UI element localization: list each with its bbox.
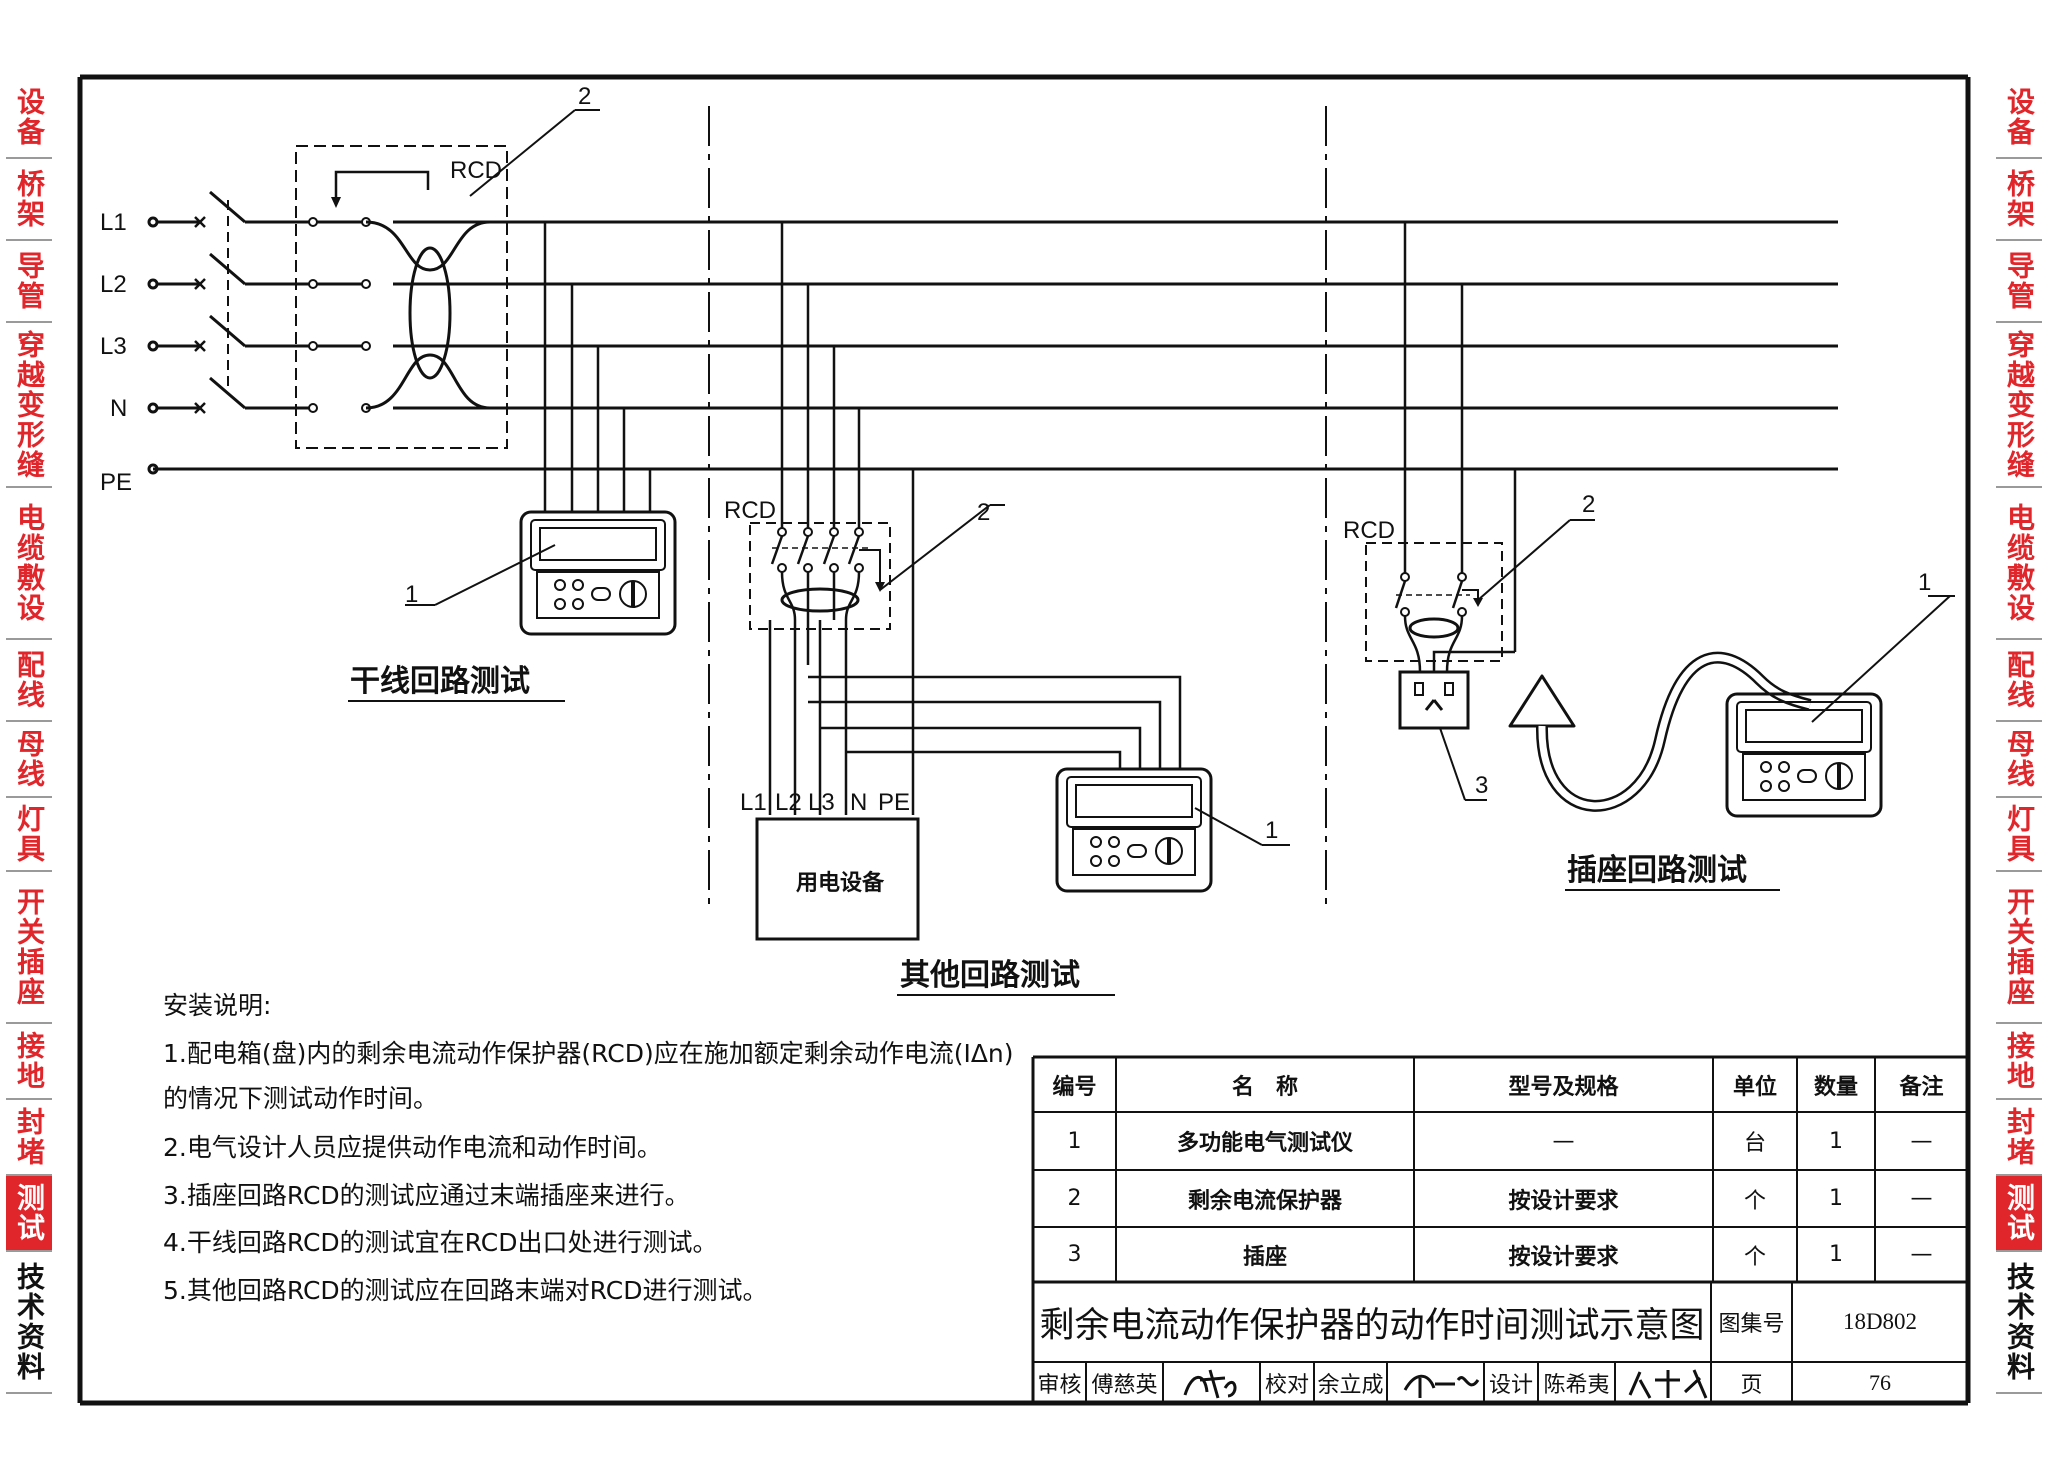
row3-name: 插座 — [1242, 1244, 1287, 1270]
review-name: 傅慈英 — [1091, 1372, 1158, 1398]
row3-no: 3 — [1067, 1242, 1082, 1267]
tester-other — [1055, 767, 1213, 893]
table-header-unit: 单位 — [1732, 1074, 1777, 1100]
right-tab-0[interactable]: 设备 — [1996, 77, 2042, 159]
left-tab-12[interactable]: 技术资料 — [6, 1252, 52, 1394]
note-line-1b: 的情况下测试动作时间。 — [163, 1084, 439, 1113]
table-header-qty: 数量 — [1813, 1074, 1858, 1100]
line-label-l2: L2 — [100, 271, 127, 298]
callout-1-trunk: 1 — [405, 581, 418, 608]
note-line-1: 1.配电箱(盘)内的剩余电流动作保护器(RCD)应在施加额定剩余动作电流(IΔn… — [163, 1039, 1014, 1068]
row3-unit: 个 — [1743, 1244, 1766, 1270]
note-line-4: 4.干线回路RCD的测试宜在RCD出口处进行测试。 — [163, 1228, 718, 1257]
row2-qty: 1 — [1829, 1186, 1843, 1211]
device-terminal-l3: L3 — [808, 789, 835, 816]
row2-unit: 个 — [1743, 1188, 1766, 1214]
check-label: 校对 — [1264, 1372, 1309, 1398]
right-tab-9[interactable]: 接地 — [1996, 1024, 2042, 1100]
notes-heading: 安装说明: — [163, 991, 272, 1020]
caption-other-test: 其他回路测试 — [900, 958, 1080, 993]
callout-3-socket: 3 — [1475, 772, 1488, 799]
device-terminal-n: N — [850, 789, 867, 816]
atlas-label: 图集号 — [1718, 1312, 1785, 1337]
row1-no: 1 — [1067, 1128, 1082, 1154]
tester-socket — [1725, 692, 1883, 818]
left-tab-11[interactable]: 测试 — [6, 1176, 52, 1252]
row3-qty: 1 — [1829, 1242, 1843, 1267]
rcd-label-socket: RCD — [1343, 517, 1395, 544]
callout-2-trunk: 2 — [578, 83, 591, 110]
line-label-n: N — [110, 395, 127, 422]
note-line-2: 2.电气设计人员应提供动作电流和动作时间。 — [163, 1133, 662, 1162]
right-tab-11[interactable]: 测试 — [1996, 1176, 2042, 1252]
line-label-l1: L1 — [100, 209, 127, 236]
line-label-l3: L3 — [100, 333, 127, 360]
callout-2-other: 2 — [977, 499, 990, 526]
device-label: 用电设备 — [796, 870, 885, 895]
right-tab-1[interactable]: 桥架 — [1996, 159, 2042, 241]
callout-2-socket: 2 — [1582, 491, 1595, 518]
left-tab-2[interactable]: 导管 — [6, 241, 52, 323]
review-label: 审核 — [1037, 1372, 1082, 1398]
left-tab-3[interactable]: 穿越变形缝 — [6, 323, 52, 488]
callout-1-other: 1 — [1265, 817, 1278, 844]
atlas-number: 18D802 — [1842, 1309, 1918, 1334]
right-tab-10[interactable]: 封堵 — [1996, 1100, 2042, 1176]
row3-spec: 按设计要求 — [1508, 1244, 1619, 1270]
right-tab-5[interactable]: 配线 — [1996, 640, 2042, 722]
row1-remark: — — [1910, 1128, 1933, 1154]
device-terminal-l2: L2 — [775, 789, 802, 816]
note-line-3: 3.插座回路RCD的测试应通过末端插座来进行。 — [163, 1181, 690, 1210]
right-tab-4[interactable]: 电缆敷设 — [1996, 488, 2042, 640]
design-label: 设计 — [1488, 1372, 1533, 1398]
right-tab-8[interactable]: 开关插座 — [1996, 872, 2042, 1024]
tester-trunk — [519, 510, 677, 636]
drawing-title: 剩余电流动作保护器的动作时间测试示意图 — [1039, 1305, 1705, 1346]
row1-spec: — — [1552, 1128, 1575, 1154]
left-tab-1[interactable]: 桥架 — [6, 159, 52, 241]
right-tab-6[interactable]: 母线 — [1996, 722, 2042, 798]
row1-unit: 台 — [1743, 1131, 1766, 1156]
table-header-spec: 型号及规格 — [1508, 1074, 1619, 1100]
left-tab-0[interactable]: 设备 — [6, 77, 52, 159]
left-tab-8[interactable]: 开关插座 — [6, 872, 52, 1024]
row2-name: 剩余电流保护器 — [1187, 1188, 1342, 1214]
left-tab-4[interactable]: 电缆敷设 — [6, 488, 52, 640]
row2-spec: 按设计要求 — [1508, 1188, 1619, 1214]
row1-name: 多功能电气测试仪 — [1176, 1131, 1353, 1156]
row2-remark: — — [1910, 1186, 1933, 1211]
note-line-5: 5.其他回路RCD的测试应在回路末端对RCD进行测试。 — [163, 1276, 768, 1305]
right-tab-12[interactable]: 技术资料 — [1996, 1252, 2042, 1394]
table-header-remark: 备注 — [1899, 1074, 1944, 1100]
callout-1-socket: 1 — [1918, 569, 1931, 596]
table-header-no: 编号 — [1052, 1074, 1097, 1100]
row2-no: 2 — [1067, 1186, 1082, 1211]
device-terminal-pe: PE — [878, 789, 910, 816]
rcd-label-trunk: RCD — [450, 157, 502, 184]
page-label: 页 — [1740, 1372, 1763, 1398]
right-tab-3[interactable]: 穿越变形缝 — [1996, 323, 2042, 488]
left-tab-6[interactable]: 母线 — [6, 722, 52, 798]
right-tab-2[interactable]: 导管 — [1996, 241, 2042, 323]
caption-trunk-test: 干线回路测试 — [350, 664, 530, 699]
left-tab-10[interactable]: 封堵 — [6, 1100, 52, 1176]
table-header-name: 名 称 — [1231, 1074, 1298, 1100]
line-label-pe: PE — [100, 469, 132, 496]
page-number: 76 — [1869, 1369, 1891, 1395]
left-tab-5[interactable]: 配线 — [6, 640, 52, 722]
check-name: 余立成 — [1317, 1372, 1384, 1398]
device-terminal-l1: L1 — [740, 789, 767, 816]
design-name: 陈希夷 — [1543, 1372, 1610, 1398]
row3-remark: — — [1910, 1242, 1933, 1267]
rcd-label-other: RCD — [724, 497, 776, 524]
right-tab-7[interactable]: 灯具 — [1996, 798, 2042, 872]
left-tab-9[interactable]: 接地 — [6, 1024, 52, 1100]
row1-qty: 1 — [1829, 1128, 1843, 1154]
left-tab-7[interactable]: 灯具 — [6, 798, 52, 872]
caption-socket-test: 插座回路测试 — [1567, 853, 1747, 888]
